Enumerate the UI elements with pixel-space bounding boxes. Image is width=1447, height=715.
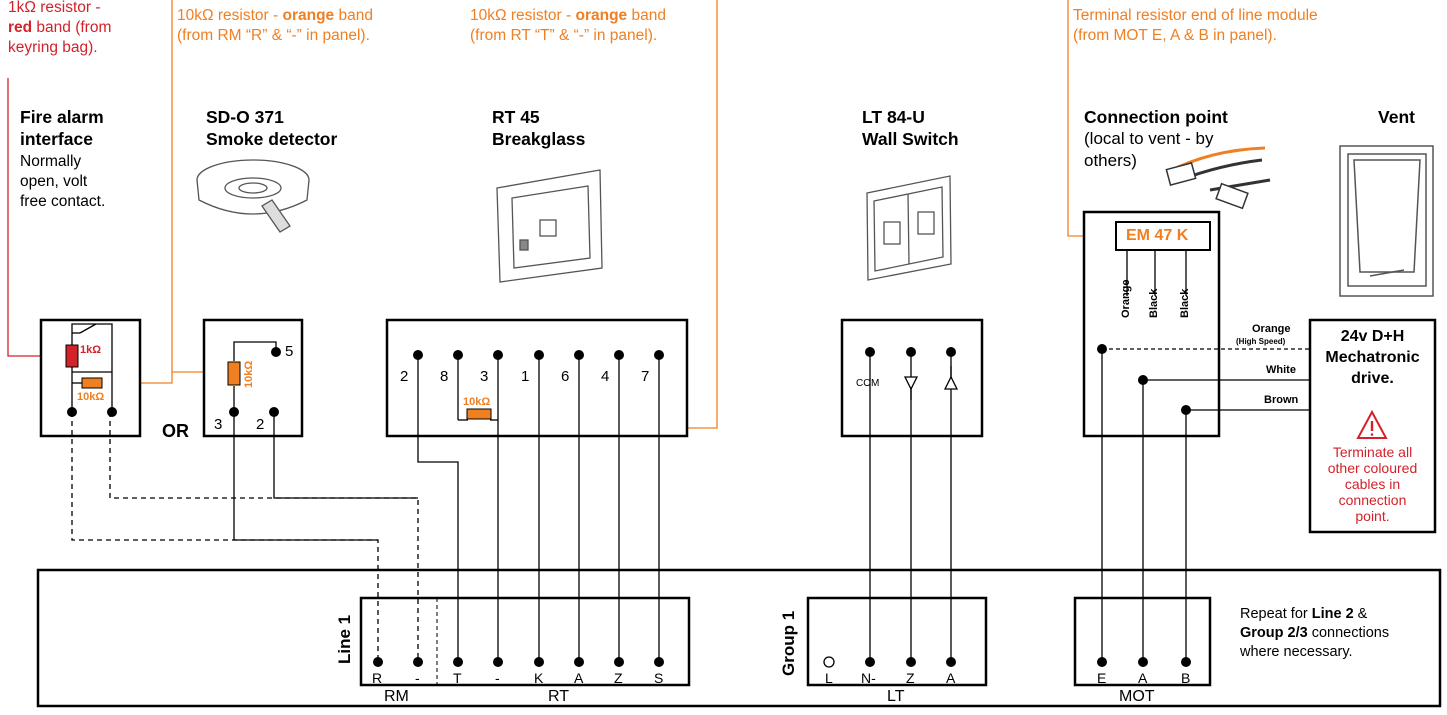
terminal-dots — [67, 344, 1191, 667]
wire-rt2-to-T — [417, 355, 459, 658]
sd-terminal-2: 2 — [256, 416, 265, 433]
vent-window-icon — [1339, 145, 1434, 297]
resistor-red-1k — [65, 344, 79, 368]
res-label-10k-rt: 10kΩ — [463, 396, 491, 408]
rt-resistor-note: 10kΩ resistor - orange band (from RT “T”… — [470, 7, 666, 44]
rt-terminal: 2 — [400, 368, 409, 385]
smoke-detector-box — [202, 318, 304, 438]
panel-terminal: Z — [614, 670, 623, 686]
breakglass-icon — [496, 169, 603, 283]
wiring — [71, 250, 1310, 658]
resistor-orange-sd — [227, 361, 241, 386]
rt-terminal: 4 — [601, 368, 610, 385]
wire-label-orange: Orange — [1120, 279, 1132, 318]
mot-label: MOT — [1119, 688, 1155, 705]
group-terminal: L — [825, 670, 833, 686]
cable-connector-icon — [1165, 146, 1271, 210]
terminal-L-open — [823, 656, 835, 668]
panel-terminal: S — [654, 670, 664, 686]
group-terminal: Z — [906, 670, 915, 686]
lt-label: LT — [887, 688, 905, 705]
drive-wire-white: White — [1266, 364, 1296, 376]
wire-label-black: Black — [1148, 288, 1160, 318]
panel-terminal: K — [534, 670, 544, 686]
res-label-1k: 1kΩ — [80, 344, 102, 356]
sd-terminal-3: 3 — [214, 416, 223, 433]
rt-terminal: 7 — [641, 368, 650, 385]
sd-resistor-note: 10kΩ resistor - orange band (from RM “R”… — [177, 7, 373, 44]
panel-terminal: - — [415, 670, 420, 686]
wall-switch-icon — [866, 175, 952, 281]
panel-box — [36, 568, 1442, 708]
com-label: COM — [856, 378, 880, 389]
wire-sd3-to-R — [233, 412, 378, 541]
rm-label: RM — [384, 688, 409, 705]
group-1-label: Group 1 — [779, 610, 798, 676]
red-resistor-note: 1kΩ resistor - red band (from keyring ba… — [8, 0, 112, 56]
res-label-10k-fa: 10kΩ — [77, 391, 105, 403]
smoke-detector-icon — [196, 159, 310, 233]
connection-point-title: Connection point — [1084, 107, 1228, 127]
sd-terminal-5: 5 — [285, 343, 294, 360]
drive-wire-orange: Orange — [1252, 323, 1291, 335]
group-terminal-block — [806, 596, 988, 687]
rt-terminal: 1 — [521, 368, 530, 385]
rt-terminal: 8 — [440, 368, 449, 385]
line-1-label: Line 1 — [335, 614, 354, 664]
line-terminal-block — [359, 596, 691, 687]
panel-terminal: R — [372, 670, 383, 686]
em47k-label: EM 47 K — [1126, 227, 1189, 244]
res-label-10k-sd: 10kΩ — [243, 360, 255, 388]
wire-sd2-to-minus — [273, 412, 418, 499]
mot-terminal: B — [1181, 670, 1191, 686]
rt-terminal: 6 — [561, 368, 570, 385]
resistor-orange-fa — [81, 377, 103, 389]
breakglass-box — [385, 318, 689, 438]
rt-terminal: 3 — [480, 368, 489, 385]
resistor-orange-rt — [466, 408, 492, 420]
vent-title: Vent — [1378, 107, 1415, 127]
drive-wire-brown: Brown — [1264, 394, 1299, 406]
wire-label-black: Black — [1179, 288, 1191, 318]
warning-triangle-icon — [1356, 409, 1388, 439]
drive-wire-high-speed: (High Speed) — [1236, 337, 1286, 346]
eol-note: Terminal resistor end of line module (fr… — [1073, 7, 1318, 44]
arrow-up-symbol — [943, 375, 959, 390]
group-terminal: N- — [861, 670, 876, 686]
panel-terminal: T — [453, 670, 462, 686]
em47k-module-box — [1115, 221, 1211, 251]
rt-label: RT — [548, 688, 570, 705]
mot-terminal: E — [1097, 670, 1107, 686]
panel-terminal: - — [495, 670, 500, 686]
panel-repeat-note: Repeat for Line 2 & Group 2/3 connection… — [1240, 606, 1390, 660]
mot-terminal: A — [1138, 670, 1148, 686]
group-terminal: A — [946, 670, 956, 686]
panel-terminal: A — [574, 670, 584, 686]
wire-fa-to-R — [71, 412, 379, 658]
arrow-down-symbol — [903, 376, 919, 391]
or-label: OR — [162, 421, 189, 441]
